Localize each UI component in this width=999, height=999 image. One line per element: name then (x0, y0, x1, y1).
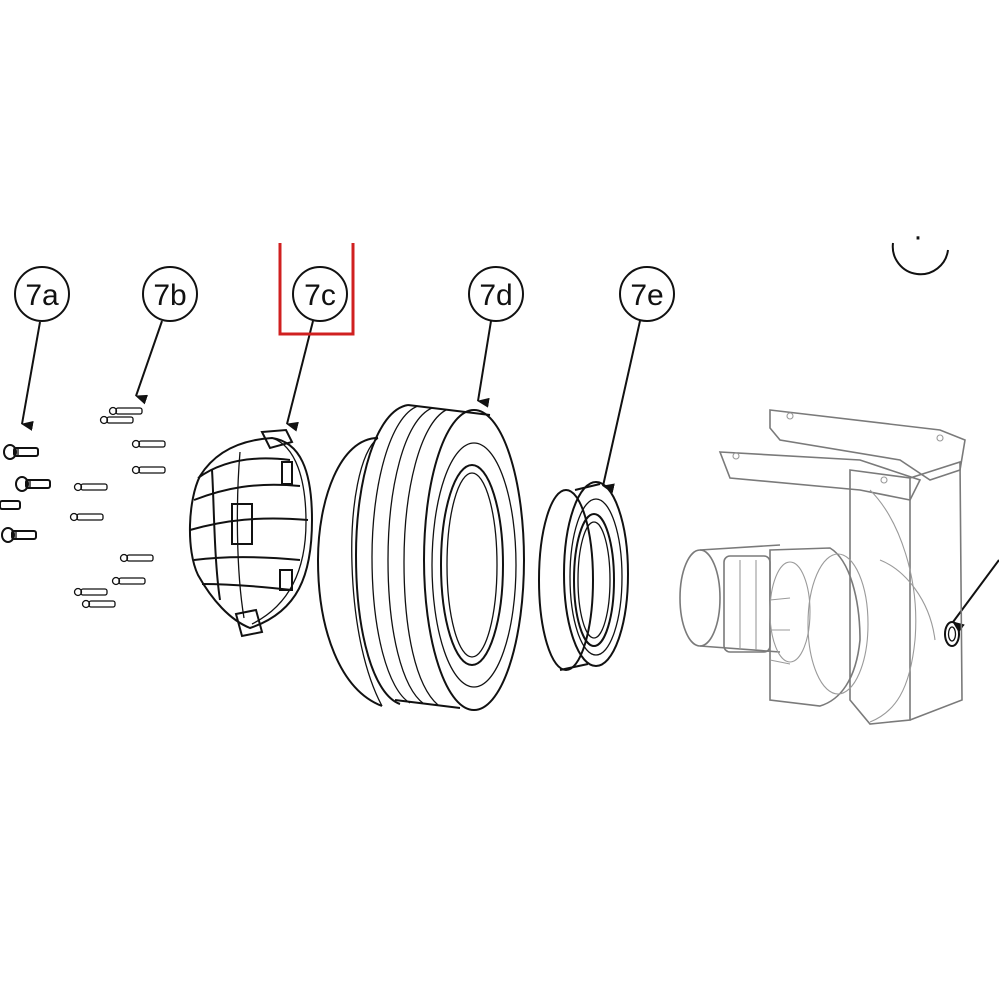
callout-7f-leader (952, 559, 999, 633)
callout-7e-leader (602, 320, 641, 494)
bolt (0, 500, 21, 510)
callout-7f-partial[interactable]: · (891, 220, 999, 633)
callout-7d-leader (477, 320, 492, 408)
callout-7a-circle (14, 266, 70, 322)
callout-7a[interactable]: 7a (14, 266, 70, 431)
callout-7d[interactable]: 7d (468, 266, 524, 408)
bolt (15, 476, 51, 492)
callout-7c-highlight-bracket (278, 243, 355, 336)
callout-7e[interactable]: 7e (602, 266, 675, 494)
callout-7b-leader (135, 320, 163, 405)
housing-assembly (679, 409, 966, 725)
callout-7f-label: · (913, 220, 923, 253)
callout-7e-label: 7e (630, 279, 663, 312)
callout-7a-label: 7a (25, 279, 59, 312)
callout-7c-circle (292, 266, 348, 322)
callout-7f-circle (891, 242, 949, 276)
callout-7a-leader (21, 321, 41, 431)
callout-7d-circle (468, 266, 524, 322)
callout-7c-leader (286, 320, 314, 432)
screws-7b (69, 406, 166, 609)
bolt (3, 444, 39, 460)
callout-7b[interactable]: 7b (135, 266, 198, 405)
callout-7b-circle (142, 266, 198, 322)
ring-7e (538, 481, 629, 671)
callout-7c-label: 7c (304, 279, 336, 312)
bolt (1, 527, 37, 543)
wheel-7d (316, 404, 525, 711)
callout-7e-circle (619, 266, 675, 322)
callout-7d-label: 7d (479, 279, 512, 312)
callout-7c[interactable]: 7c (278, 243, 355, 432)
shroud-7c (188, 428, 314, 638)
callout-7b-label: 7b (153, 279, 186, 312)
bolts-7a (0, 444, 51, 543)
